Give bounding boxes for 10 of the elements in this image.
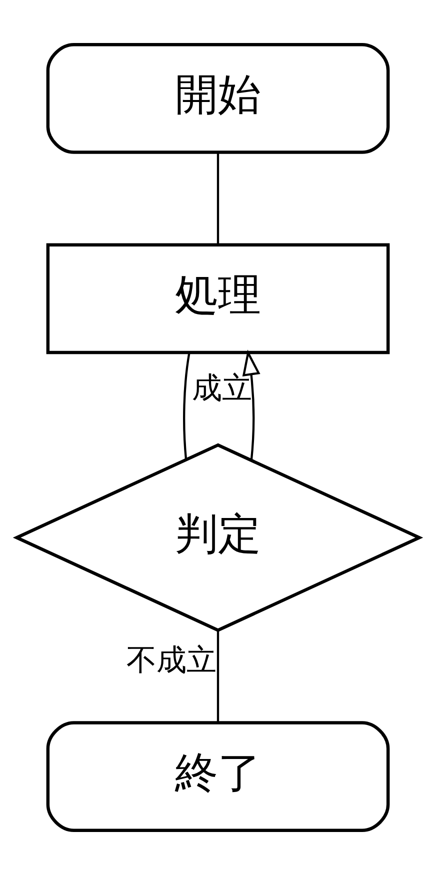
connector [216, 152, 220, 244]
node-diamond: 判定 [12, 442, 424, 632]
edge-label: 不成立 [126, 642, 217, 678]
arrow [242, 349, 260, 460]
edge-label: 成立 [192, 370, 252, 406]
node-box: 処理 [46, 242, 390, 354]
node-box: 終了 [46, 720, 390, 832]
connector [183, 352, 190, 460]
connector [216, 630, 220, 722]
node-box: 開始 [46, 42, 390, 154]
